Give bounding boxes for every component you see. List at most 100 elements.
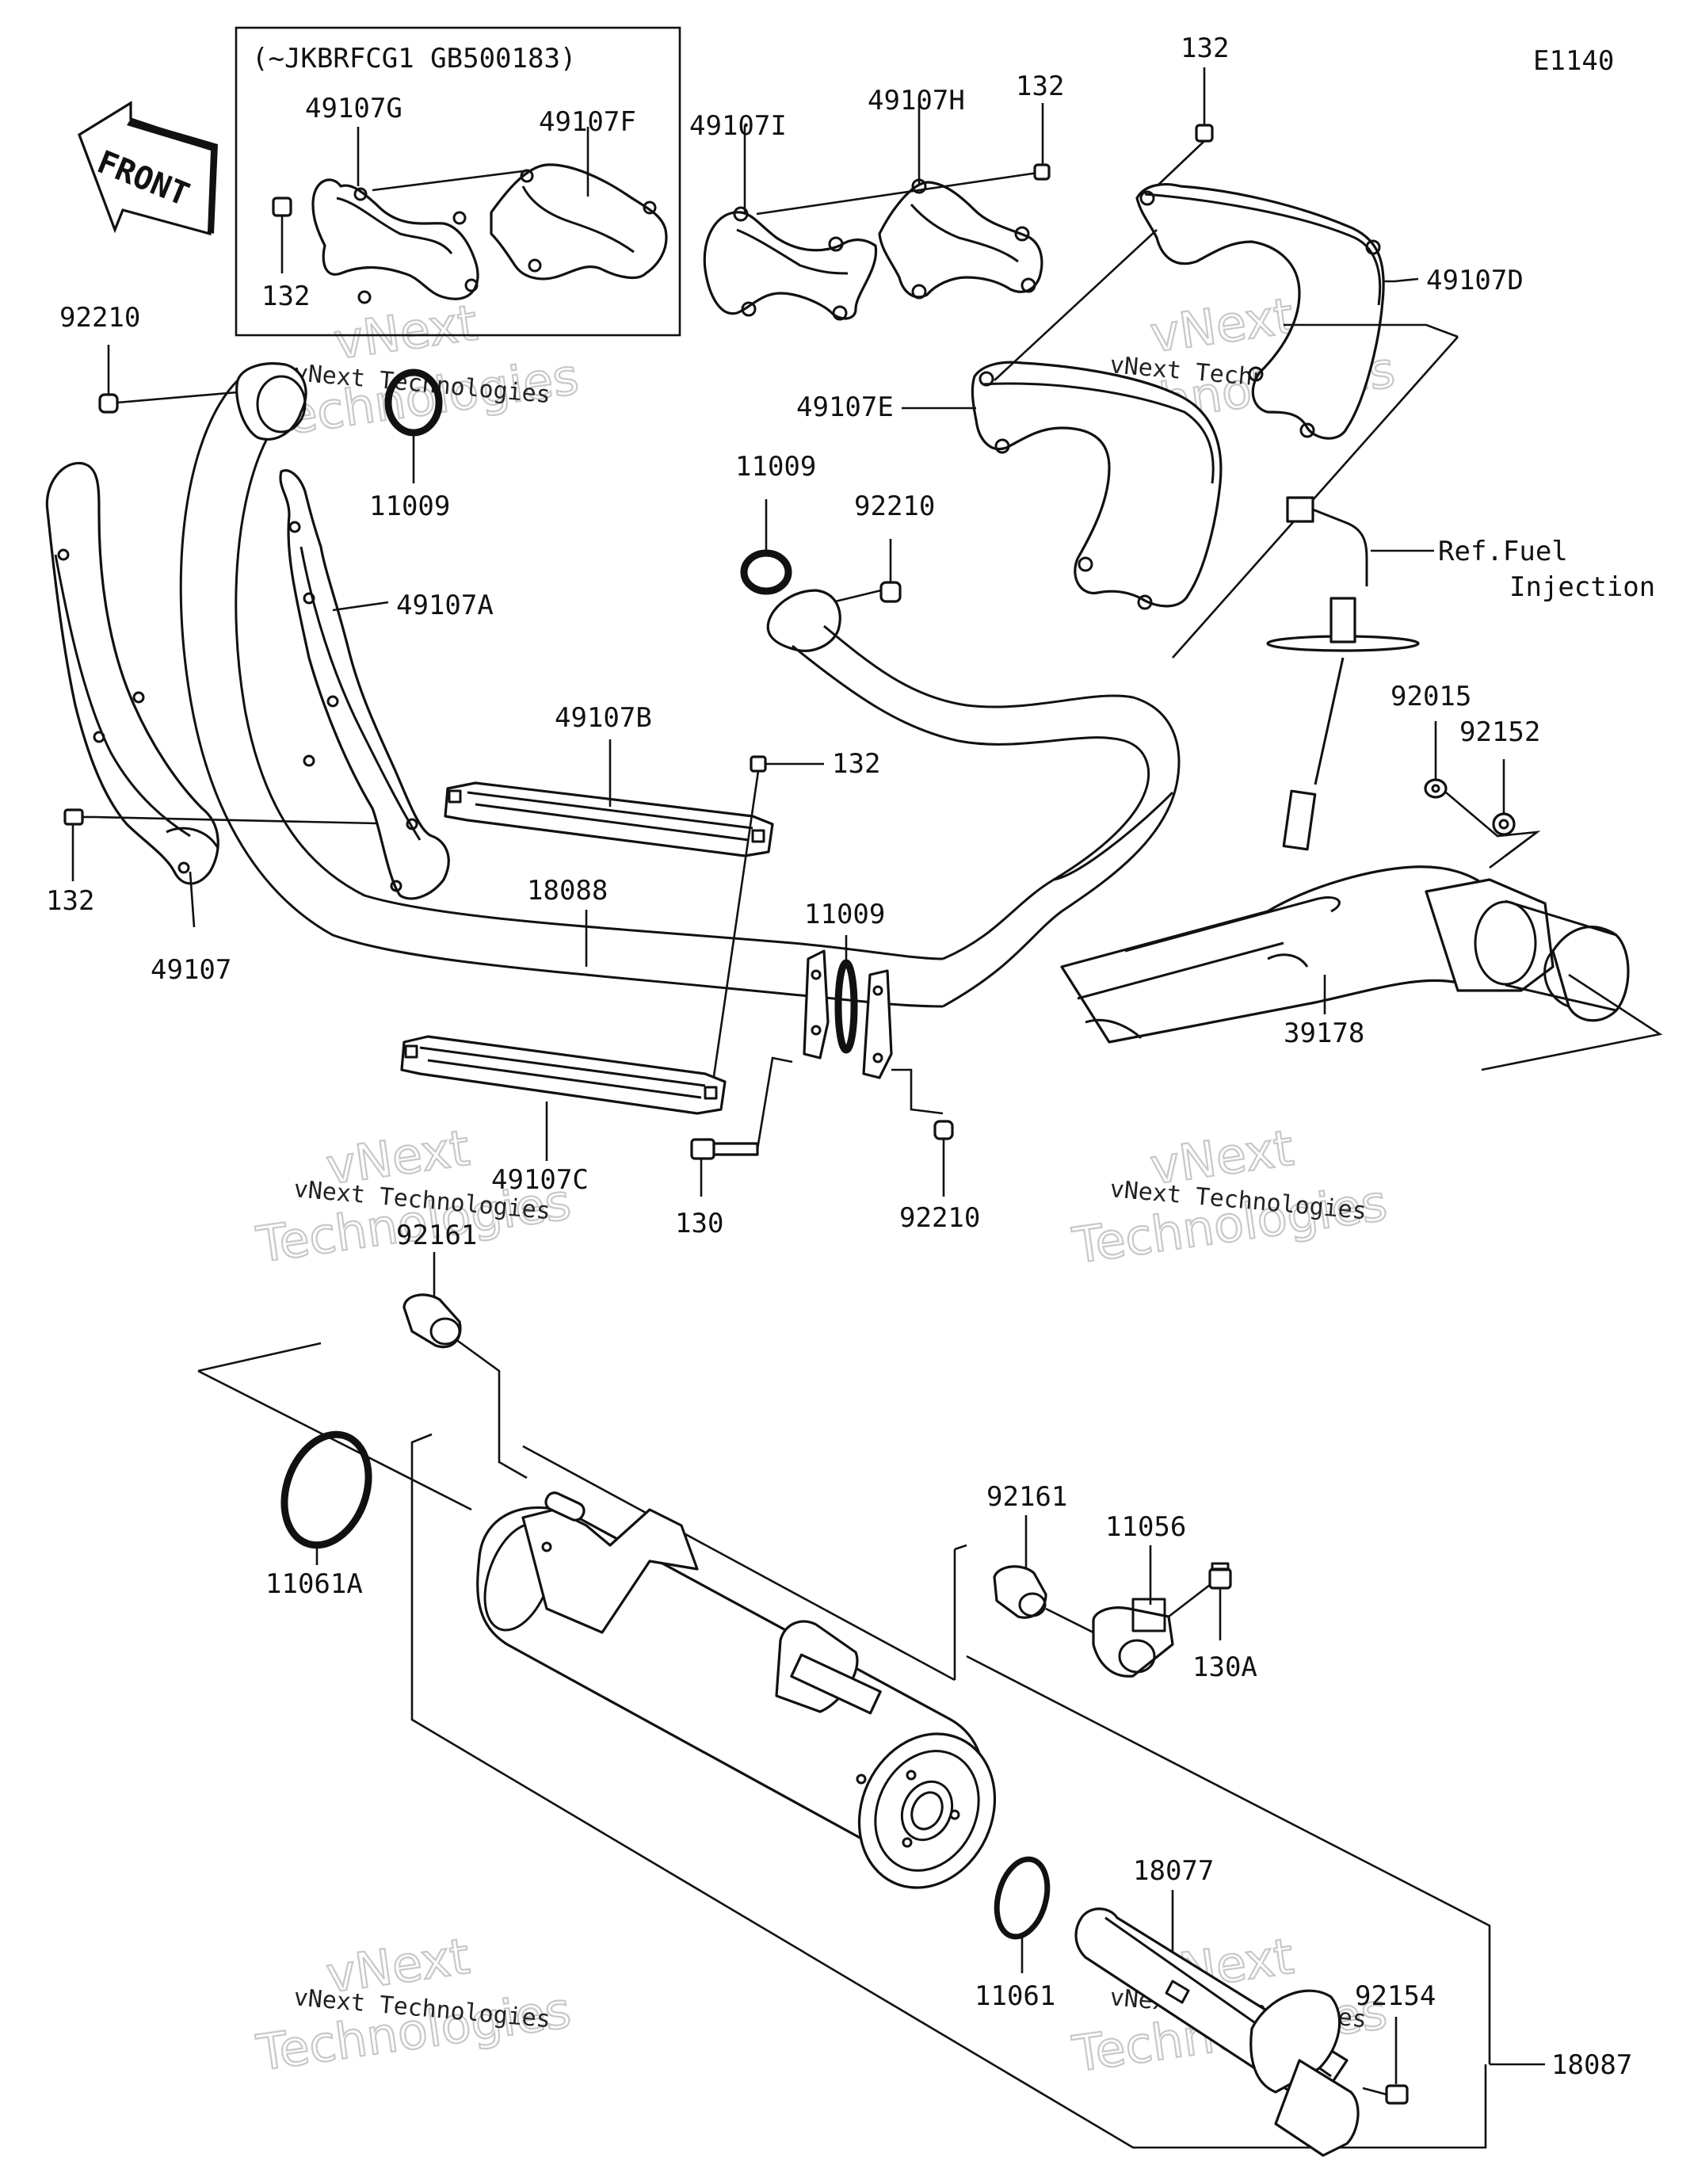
assembly-bracket <box>410 1486 1487 2149</box>
heat-shield-49107I <box>703 206 878 321</box>
heat-shield-49107B <box>444 781 774 857</box>
heat-shield-49107C <box>400 1035 727 1115</box>
flange-joint <box>803 949 893 1079</box>
collar-92161-icon <box>993 1565 1047 1619</box>
leader-line <box>197 1369 472 1511</box>
part-label-49107C: 49107C <box>491 1164 589 1196</box>
nut-92210-icon <box>98 393 119 414</box>
part-label-11061: 11061 <box>975 1980 1055 2012</box>
part-label-49107H: 49107H <box>868 85 965 116</box>
part-label-39178: 39178 <box>1284 1018 1364 1049</box>
part-label-92152: 92152 <box>1459 716 1540 748</box>
part-label-18077: 18077 <box>1133 1855 1214 1887</box>
leader-line <box>1284 323 1459 338</box>
part-label-49107A: 49107A <box>396 590 494 621</box>
leader-line <box>1168 1583 1211 1618</box>
part-label-92210: 92210 <box>59 302 140 334</box>
heat-shield-49107A <box>279 469 450 900</box>
gasket-11009-icon <box>834 959 858 1054</box>
gasket-11009-icon <box>740 549 792 595</box>
muffler-body-18087 <box>476 1491 997 1889</box>
leader-line <box>756 1056 793 1150</box>
heat-shield-49107 <box>45 461 219 885</box>
bolt-130A-icon <box>1208 1562 1232 1590</box>
part-label-49107I: 49107I <box>689 110 787 142</box>
heat-shield-49107D <box>1135 183 1385 440</box>
leader-line <box>831 589 882 604</box>
nut-132-icon <box>272 197 292 217</box>
part-label-11056: 11056 <box>1105 1511 1186 1543</box>
catalytic-muffler-39178 <box>1060 789 1630 1044</box>
leader-line <box>756 171 1039 216</box>
part-label-92161: 92161 <box>986 1481 1067 1513</box>
part-label-92015: 92015 <box>1391 681 1471 712</box>
leader-line <box>891 1068 944 1115</box>
heat-shield-49107F <box>490 163 668 281</box>
screw-92154-icon <box>1362 2084 1409 2105</box>
part-label-11009: 11009 <box>369 491 450 522</box>
inset-note: (~JKBRFCG1 GB500183) <box>252 43 576 74</box>
nut-132-icon <box>1195 124 1214 143</box>
part-label-132: 132 <box>261 281 310 312</box>
gasket-11061A-icon <box>280 1430 372 1549</box>
leader-line <box>116 391 238 404</box>
part-label-49107: 49107 <box>151 954 231 986</box>
ref-fuel-injection-line2: Injection <box>1509 571 1655 603</box>
assembly-bracket <box>954 1544 967 1551</box>
part-label-18088: 18088 <box>527 875 608 907</box>
leader-line <box>372 169 530 192</box>
part-label-130A: 130A <box>1192 1651 1257 1683</box>
nut-132-icon <box>1033 163 1051 181</box>
leader-line <box>1383 277 1419 283</box>
part-label-130: 130 <box>675 1208 723 1239</box>
part-label-92210: 92210 <box>854 491 935 522</box>
assembly-bracket <box>522 1445 956 1682</box>
part-label-92161: 92161 <box>396 1220 477 1251</box>
part-label-11009: 11009 <box>804 899 885 930</box>
part-label-132: 132 <box>46 885 94 917</box>
bolt-132-icon <box>750 755 824 773</box>
spark-arrestor-18077 <box>1074 1907 1360 2157</box>
leader-line <box>189 871 196 928</box>
assembly-bracket <box>966 1655 1491 2064</box>
part-label-11009: 11009 <box>735 451 816 483</box>
part-label-49107D: 49107D <box>1426 265 1524 296</box>
collar-92161-icon <box>402 1293 462 1349</box>
front-arrow-icon: FRONT <box>78 101 218 236</box>
bracket-11056-icon <box>1092 1598 1174 1678</box>
bolt-132-icon <box>63 808 95 826</box>
header-pipe-right <box>766 589 1181 1008</box>
part-label-11061A: 11061A <box>265 1568 363 1600</box>
bolt-130-icon <box>690 1138 759 1160</box>
svg-text:vNext: vNext <box>330 293 481 370</box>
heat-shield-49107E <box>971 361 1223 610</box>
leader-line <box>1172 336 1459 659</box>
leader-line <box>197 1342 322 1373</box>
assembly-bracket <box>410 1433 433 1486</box>
oxygen-sensor-icon <box>1266 496 1420 785</box>
leader-line <box>332 601 389 612</box>
nut-92210-icon <box>879 581 902 603</box>
leader-line <box>94 815 413 826</box>
nut-92210-icon <box>933 1120 954 1140</box>
leader-line <box>1481 973 1663 1071</box>
gasket-92152-icon <box>1492 812 1516 836</box>
header-pipe-18088 <box>179 362 944 1008</box>
ref-fuel-injection-line1: Ref.Fuel <box>1438 536 1568 567</box>
part-label-49107G: 49107G <box>305 93 402 124</box>
leader-line <box>711 770 760 1082</box>
part-label-92154: 92154 <box>1355 1980 1436 2012</box>
washer-92015-icon <box>1424 778 1448 799</box>
leader-line <box>1156 140 1205 187</box>
part-label-132: 132 <box>832 748 880 780</box>
heat-shield-49107G <box>311 178 479 304</box>
inset-box <box>235 26 681 337</box>
part-label-92210: 92210 <box>899 1202 980 1234</box>
svg-text:vNext: vNext <box>1146 287 1297 364</box>
gasket-11061-icon <box>994 1856 1051 1940</box>
part-label-49107B: 49107B <box>555 702 652 734</box>
part-label-49107E: 49107E <box>796 391 894 423</box>
leader-line <box>455 1338 528 1480</box>
part-label-132: 132 <box>1016 71 1064 102</box>
